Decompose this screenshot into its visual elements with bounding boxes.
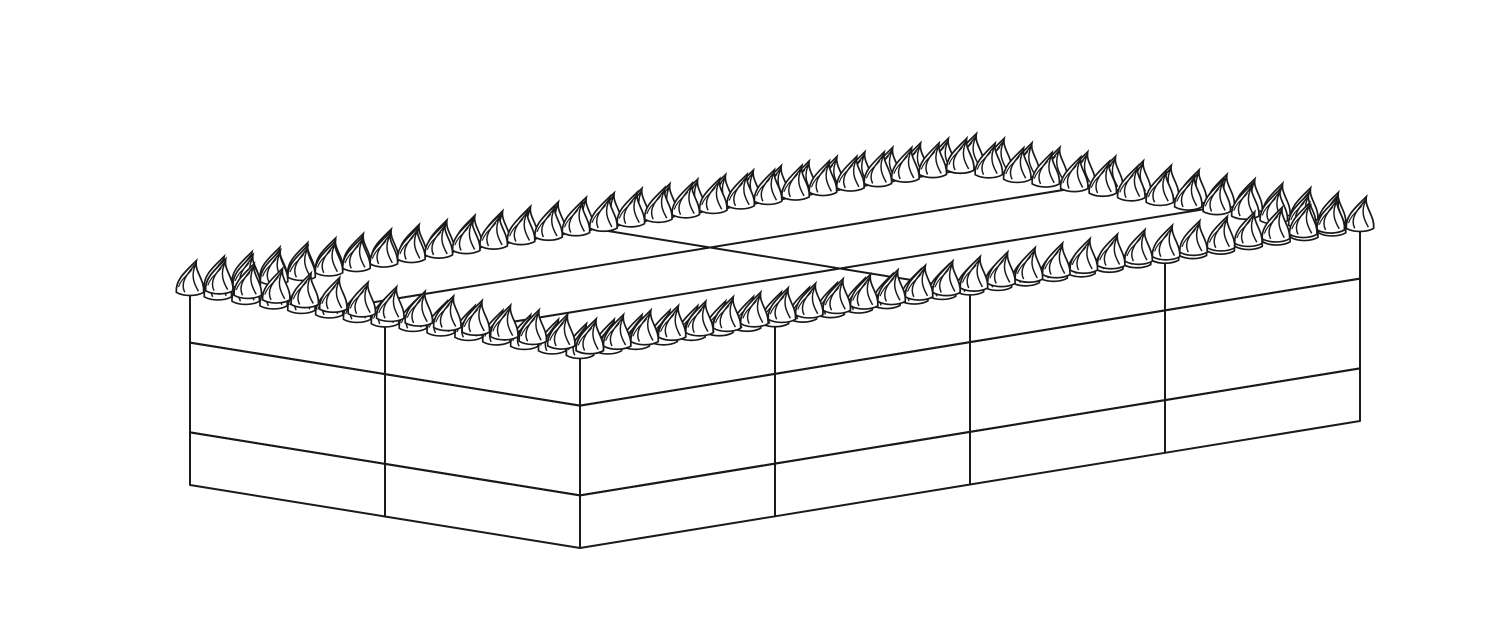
front-face-slice-bottom-layer bbox=[969, 399, 1166, 486]
frosting-swirl bbox=[890, 144, 920, 183]
frosting-swirl bbox=[404, 288, 434, 327]
front-face-slice-gray-band bbox=[1164, 277, 1361, 402]
frosting-swirl bbox=[781, 162, 811, 201]
frosting-swirl bbox=[1145, 168, 1175, 207]
frosting-swirl bbox=[575, 316, 605, 355]
cake-front-face bbox=[579, 225, 1361, 549]
frosting-swirl bbox=[1230, 182, 1260, 221]
frosting-swirl bbox=[1069, 236, 1099, 275]
frosting-swirl bbox=[479, 211, 509, 250]
frosting-swirl bbox=[546, 311, 576, 350]
frosting-swirl bbox=[685, 298, 714, 337]
frosting-swirl bbox=[904, 262, 934, 301]
frosting-swirl bbox=[767, 285, 797, 324]
frosting-swirl bbox=[461, 298, 491, 337]
front-face-slice-bottom-layer bbox=[774, 430, 971, 518]
frosting-swirl bbox=[1002, 145, 1032, 184]
frosting-swirl bbox=[1173, 172, 1203, 211]
left-face-slice-green-band bbox=[384, 373, 581, 497]
left-face-slice-bottom-layer bbox=[384, 462, 581, 549]
frosting-swirl bbox=[808, 158, 838, 197]
frosting-swirl bbox=[877, 267, 907, 306]
frosting-swirl bbox=[1261, 204, 1291, 243]
frosting-swirl bbox=[945, 136, 975, 175]
frosting-swirl bbox=[849, 271, 879, 310]
frosting-swirl bbox=[932, 258, 961, 297]
frosting-swirl bbox=[1345, 194, 1375, 233]
frosting-swirl bbox=[657, 303, 687, 342]
frosting-swirl bbox=[1041, 240, 1071, 279]
frosting-swirl bbox=[836, 153, 865, 192]
frosting-swirl bbox=[314, 238, 344, 277]
frosting-swirl bbox=[287, 243, 317, 282]
frosting-swirl bbox=[753, 167, 783, 206]
frosting-swirl bbox=[1288, 200, 1318, 239]
frosting-swirl bbox=[959, 253, 989, 292]
frosting-swirl bbox=[739, 289, 769, 328]
front-face-slice-red-band bbox=[774, 341, 971, 465]
frosting-swirl bbox=[1096, 231, 1126, 270]
frosting-swirl bbox=[175, 258, 205, 297]
frosting-swirl bbox=[616, 189, 646, 228]
frosting-border bbox=[175, 131, 1375, 360]
left-face-slice-red-band bbox=[189, 341, 386, 465]
frosting-swirl bbox=[1151, 222, 1181, 261]
frosting-swirl bbox=[396, 225, 426, 264]
frosting-swirl bbox=[1206, 213, 1236, 252]
frosting-swirl bbox=[1088, 159, 1118, 198]
frosting-swirl bbox=[506, 207, 536, 246]
frosting-swirl bbox=[451, 216, 481, 255]
front-face-slice-bottom-layer bbox=[1164, 367, 1361, 454]
frosting-swirl bbox=[643, 185, 673, 224]
frosting-swirl bbox=[986, 249, 1016, 288]
frosting-swirl bbox=[589, 194, 618, 233]
frosting-swirl bbox=[375, 284, 405, 323]
frosting-swirl bbox=[233, 261, 263, 300]
frosting-swirl bbox=[369, 229, 399, 268]
frosting-swirl bbox=[518, 307, 548, 346]
frosting-swirl bbox=[1316, 195, 1346, 234]
frosting-swirl bbox=[794, 280, 824, 319]
frosting-swirl bbox=[822, 276, 852, 315]
frosting-swirl bbox=[974, 140, 1004, 179]
frosting-swirl bbox=[204, 256, 234, 295]
frosting-swirl bbox=[698, 176, 728, 215]
top-grid-line bbox=[579, 225, 971, 291]
frosting-swirl bbox=[1179, 218, 1208, 257]
left-face-slice-bottom-layer bbox=[189, 431, 386, 518]
frosting-swirl bbox=[1116, 163, 1146, 202]
frosting-swirl bbox=[261, 265, 291, 304]
frosting-swirl bbox=[1014, 245, 1044, 284]
frosting-swirl bbox=[726, 171, 756, 210]
frosting-swirl bbox=[318, 275, 348, 314]
frosting-swirl bbox=[1031, 149, 1061, 188]
frosting-swirl bbox=[347, 279, 377, 318]
frosting-swirl bbox=[489, 302, 519, 341]
front-face-slice-gray-band bbox=[579, 372, 776, 497]
frosting-swirl bbox=[630, 307, 660, 346]
frosting-swirl bbox=[561, 198, 591, 237]
front-face-slice-green-band bbox=[969, 309, 1166, 433]
frosting-swirl bbox=[342, 234, 371, 273]
frosting-swirl bbox=[1233, 209, 1263, 248]
frosting-swirl bbox=[1124, 227, 1154, 266]
frosting-swirl bbox=[671, 180, 701, 219]
frosting-swirl bbox=[863, 149, 893, 188]
frosting-swirl bbox=[1202, 177, 1232, 216]
frosting-swirl bbox=[712, 294, 742, 333]
frosting-swirl bbox=[1059, 154, 1089, 193]
frosting-swirl bbox=[534, 203, 564, 242]
frosting-swirl bbox=[290, 270, 320, 309]
frosting-swirl bbox=[424, 220, 454, 259]
front-face-slice-bottom-layer bbox=[579, 462, 776, 549]
frosting-swirl bbox=[918, 140, 948, 179]
frosting-swirl bbox=[432, 293, 462, 332]
frosting-swirl bbox=[602, 312, 632, 351]
